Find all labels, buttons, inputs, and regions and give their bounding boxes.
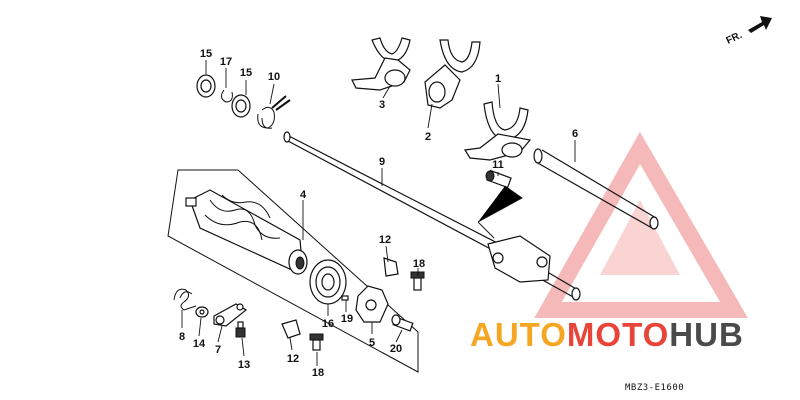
watermark-part-auto: AUTO (470, 316, 567, 353)
callout-14: 14 (193, 338, 206, 350)
watermark-text: AUTOMOTOHUB (470, 316, 744, 353)
washer-14 (195, 306, 209, 318)
callout-17: 17 (220, 56, 232, 68)
shift-fork-1 (463, 101, 532, 161)
circlip (220, 89, 233, 103)
front-direction-indicator: FR. (725, 16, 772, 47)
bolt-lower (309, 333, 324, 351)
stopper-arm (213, 303, 248, 327)
watermark-part-hub: HUB (669, 316, 744, 353)
callout-13: 13 (238, 359, 250, 371)
callout-18-lower: 18 (312, 367, 324, 379)
center-bolt (391, 314, 414, 332)
callout-7: 7 (215, 344, 221, 356)
drawing-code: MBZ3-E1600 (625, 383, 684, 393)
callout-15-right: 15 (240, 67, 252, 79)
arm-bolt (235, 321, 246, 338)
callout-16: 16 (322, 318, 334, 330)
bolt-upper (410, 271, 425, 291)
stopper-arm-spring (173, 288, 197, 311)
leader-lines (181, 60, 576, 366)
callout-1: 1 (495, 73, 501, 85)
arrow-icon (748, 16, 772, 33)
return-spring (257, 95, 291, 129)
callout-18-upper: 18 (413, 258, 425, 270)
fork-shaft (283, 131, 516, 263)
shift-drum-assembly-frame (167, 169, 419, 373)
dowel-pin (341, 295, 349, 301)
callout-12-lower: 12 (287, 353, 299, 365)
watermark-triangle-logo (534, 131, 748, 318)
washer-15-right (231, 94, 251, 118)
shift-drum (185, 189, 308, 275)
shaft-stopper-plate (487, 235, 551, 283)
callout-4: 4 (300, 189, 307, 201)
callout-9: 9 (379, 156, 385, 168)
callout-12-upper: 12 (379, 234, 391, 246)
stopper-plate-lower (281, 319, 301, 339)
callout-19: 19 (341, 313, 353, 325)
shift-fork-3 (351, 37, 411, 91)
callout-15-left: 15 (200, 48, 212, 60)
callout-5: 5 (369, 337, 375, 349)
callout-6: 6 (572, 128, 578, 140)
callout-2: 2 (425, 131, 431, 143)
callout-10: 10 (268, 71, 280, 83)
watermark-part-moto: MOTO (567, 316, 669, 353)
drum-bearing (309, 259, 347, 305)
stopper-plate-upper (383, 257, 399, 277)
callout-8: 8 (179, 331, 185, 343)
callout-numbers: 1 2 3 4 5 6 7 8 9 10 11 12 12 13 14 15 1… (179, 48, 578, 379)
callout-20: 20 (390, 343, 402, 355)
washer-15-left (196, 74, 216, 98)
pin-bolt-11 (485, 169, 512, 189)
callout-11: 11 (492, 159, 504, 171)
callout-3: 3 (379, 99, 385, 111)
drum-center-cam (355, 285, 389, 323)
front-label: FR. (725, 30, 744, 47)
shift-fork-2 (424, 39, 481, 109)
